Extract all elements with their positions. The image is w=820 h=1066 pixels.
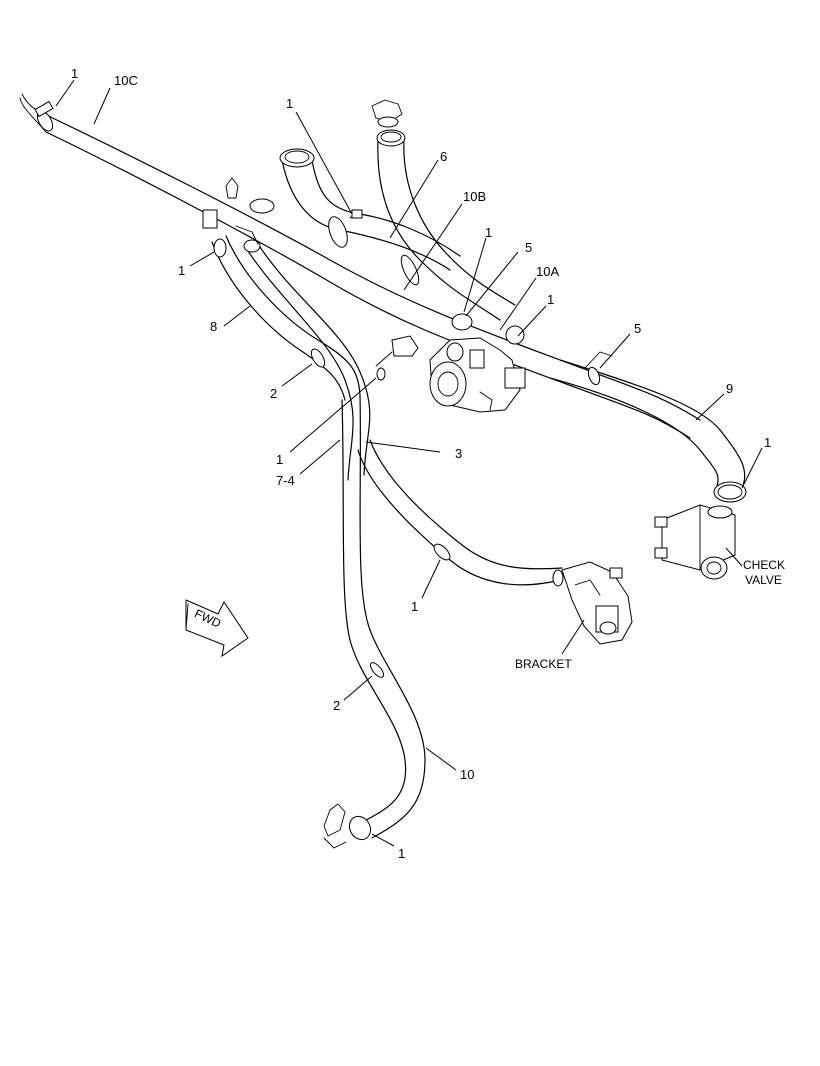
hose-bracket [357, 439, 563, 586]
callout-1-bottom: 1 [398, 846, 405, 861]
callout-2-upper: 2 [270, 386, 277, 401]
callout-8: 8 [210, 319, 217, 334]
callout-2-lower: 2 [333, 698, 340, 713]
callout-1-top-left: 1 [71, 66, 78, 81]
callout-7-4: 7-4 [276, 473, 295, 488]
callout-9: 9 [726, 381, 733, 396]
callout-5-top: 5 [525, 240, 532, 255]
bracket-label: BRACKET [515, 657, 572, 671]
callout-5-right: 5 [634, 321, 641, 336]
check-valve-label-line2: VALVE [745, 573, 782, 587]
callout-1-clamp-upper: 1 [286, 96, 293, 111]
hose-6 [279, 148, 461, 271]
callout-1-right-clamp: 1 [547, 292, 554, 307]
leader-lines [55, 79, 763, 847]
callout-3: 3 [455, 446, 462, 461]
check-valve [654, 504, 736, 580]
callout-1-left: 1 [178, 263, 185, 278]
hose-10b [371, 99, 516, 321]
hose-10c [19, 93, 701, 439]
callout-10c: 10C [114, 73, 138, 88]
callout-1-bracket-hose: 1 [411, 599, 418, 614]
callout-10b: 10B [463, 189, 486, 204]
callout-6: 6 [440, 149, 447, 164]
hose-9 [549, 351, 747, 503]
callout-1-mid: 1 [485, 225, 492, 240]
callout-1-right-end: 1 [764, 435, 771, 450]
hose-3 [225, 177, 371, 481]
callout-10a: 10A [536, 264, 559, 279]
central-valve-housing [429, 313, 526, 413]
bracket-assembly [552, 561, 633, 645]
fitting-7-4 [375, 335, 419, 381]
forward-arrow: FWD [185, 599, 249, 658]
callout-1-lower-left: 1 [276, 452, 283, 467]
hose-8 [202, 209, 361, 401]
callout-10: 10 [460, 767, 474, 782]
hose-10 [323, 394, 426, 849]
check-valve-label-line1: CHECK [743, 558, 785, 572]
callouts: 1 10C 1 6 10B 1 5 10A 1 5 1 8 9 1 2 1 7-… [71, 66, 785, 861]
